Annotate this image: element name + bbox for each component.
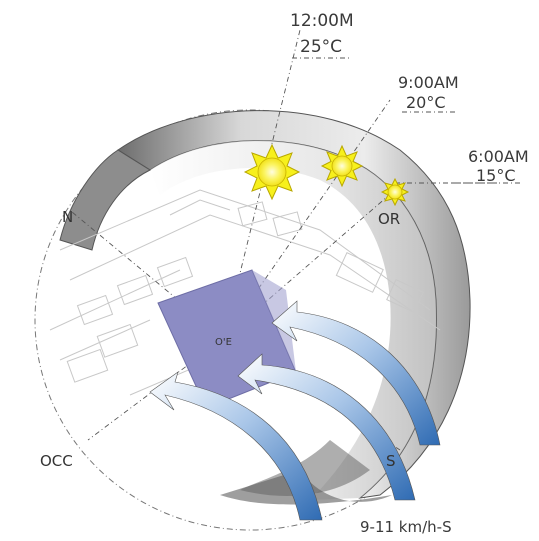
sun-time-label-6: 6:00AM: [468, 147, 529, 166]
wind-arrow-icon: [271, 300, 441, 446]
sun-12-00: [243, 143, 301, 201]
site-plan: [49, 189, 441, 401]
sun-time-label-9: 9:00AM: [398, 73, 459, 92]
sun-9-00: [320, 144, 364, 188]
sun-icon: [320, 144, 364, 188]
west-label: OCC: [40, 452, 73, 470]
sun-icon: [380, 177, 410, 207]
sun-temp-label-6: 15°C: [476, 166, 516, 185]
east-label: OR: [378, 210, 400, 228]
sun-temp-label-9: 20°C: [406, 93, 446, 112]
north-label: N: [62, 208, 73, 226]
center-label: O'E: [215, 337, 232, 348]
south-label: S: [386, 452, 396, 470]
wind-arrow-icon: [237, 353, 416, 501]
wind-arrows: [149, 300, 441, 521]
sun-icon: [243, 143, 301, 201]
sun-temp-label-12: 25°C: [300, 37, 342, 57]
sun-6-00: [380, 177, 410, 207]
wind-arrow-icon: [149, 371, 323, 521]
sun-time-label-12: 12:00M: [290, 11, 354, 31]
wind-speed-label: 9-11 km/h-S: [360, 518, 452, 536]
